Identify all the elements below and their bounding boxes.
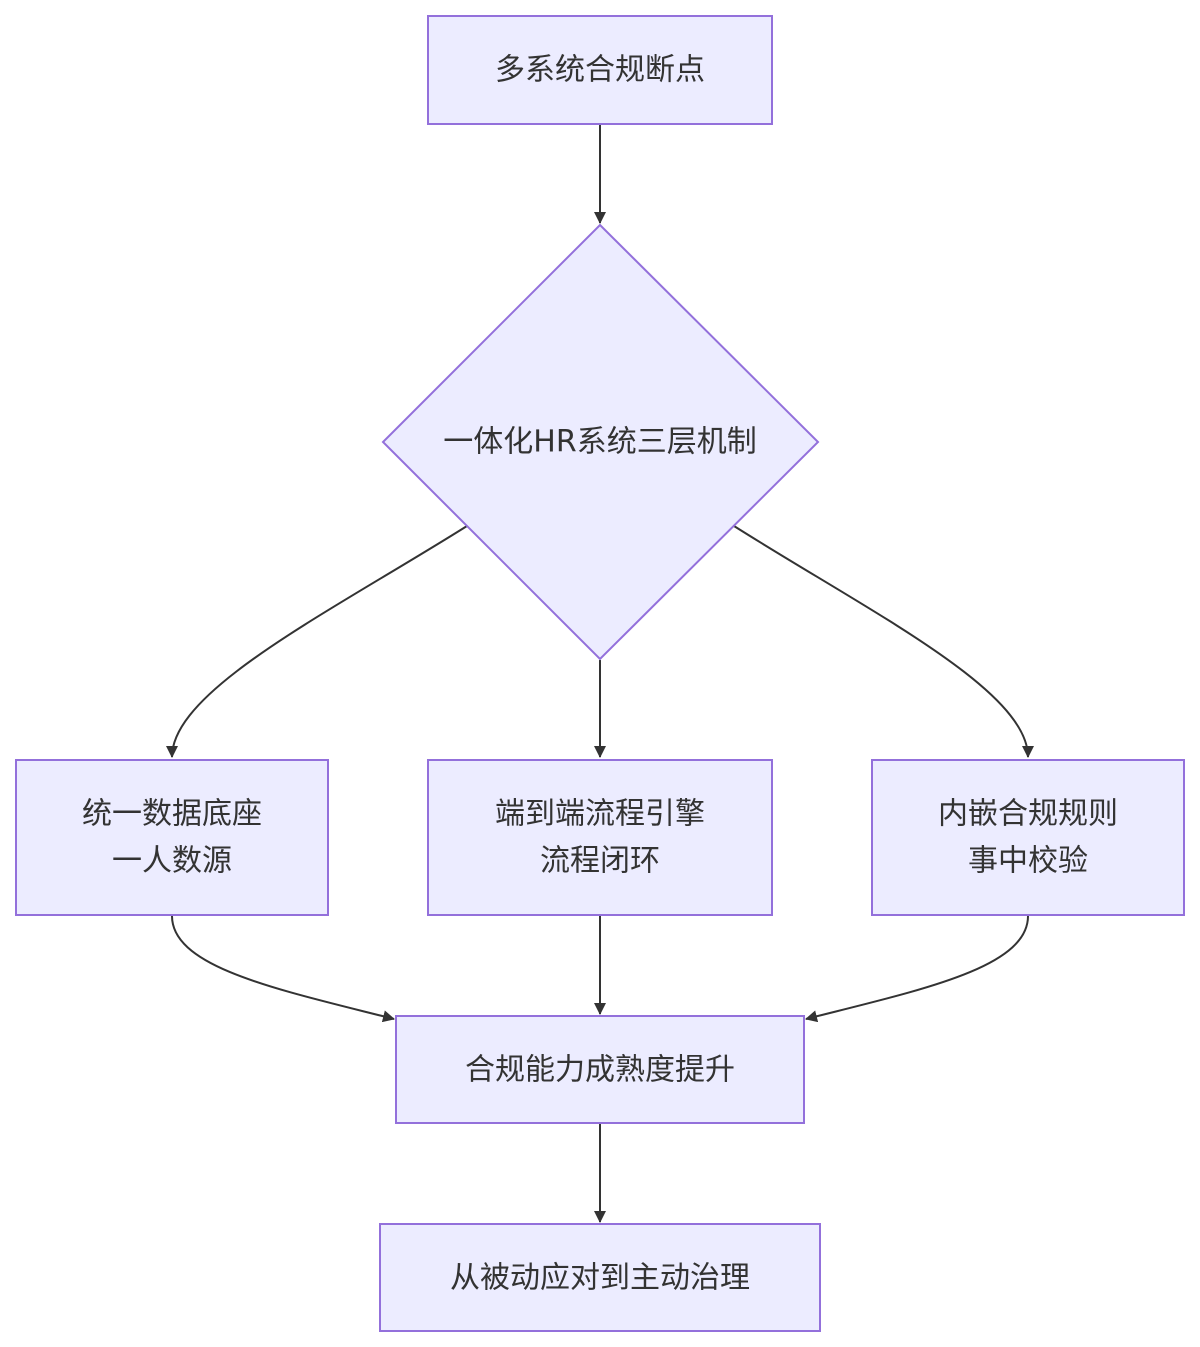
node-flow-engine-line1: 端到端流程引擎 (495, 797, 705, 832)
node-governance: 从被动应对到主动治理 (379, 1223, 821, 1332)
node-data-base-line1: 统一数据底座 (82, 797, 262, 832)
edge-mechanism-to-rules (733, 525, 1034, 758)
node-governance-label: 从被动应对到主动治理 (450, 1261, 750, 1296)
node-data-base: 统一数据底座 一人数源 (15, 759, 329, 916)
edge-mechanism-to-data-base (166, 525, 468, 758)
edges (166, 125, 1034, 1223)
node-breakpoints: 多系统合规断点 (427, 15, 773, 125)
node-flow-engine: 端到端流程引擎 流程闭环 (427, 759, 773, 916)
node-mechanism: 一体化HR系统三层机制 (381, 223, 820, 661)
node-rules-line2: 事中校验 (968, 844, 1088, 879)
node-maturity: 合规能力成熟度提升 (395, 1015, 805, 1124)
node-rules-line1: 内嵌合规规则 (938, 797, 1118, 832)
node-breakpoints-label: 多系统合规断点 (495, 53, 705, 88)
node-mechanism-label: 一体化HR系统三层机制 (443, 425, 756, 460)
edge-rules-to-maturity (805, 915, 1029, 1023)
node-data-base-line2: 一人数源 (112, 844, 232, 879)
edge-data-base-to-maturity (171, 915, 395, 1023)
node-maturity-label: 合规能力成熟度提升 (465, 1053, 735, 1088)
node-rules: 内嵌合规规则 事中校验 (871, 759, 1185, 916)
node-flow-engine-line2: 流程闭环 (540, 844, 660, 879)
